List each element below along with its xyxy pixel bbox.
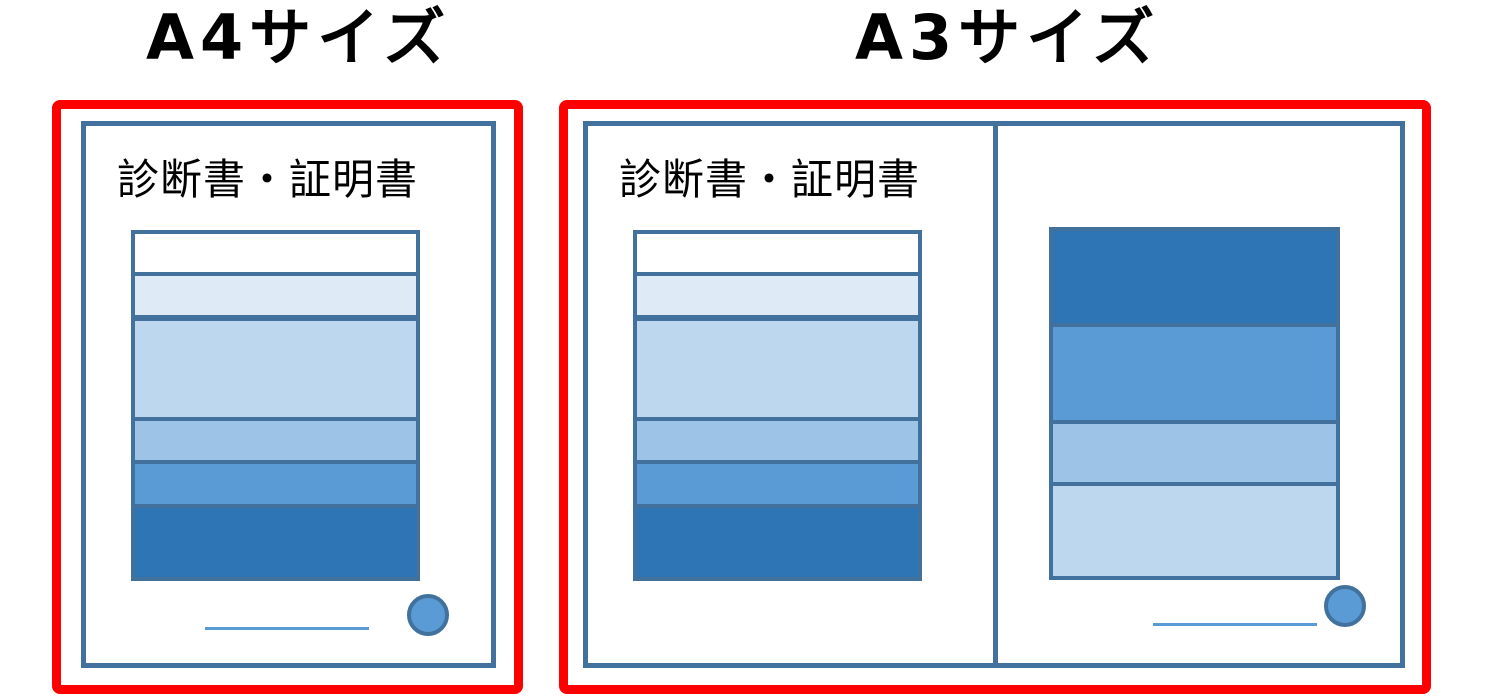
a4-seal-mark	[407, 594, 449, 636]
a3-left-band-3	[633, 317, 922, 421]
a3-left-band-4	[633, 417, 922, 464]
a3-right-band-3	[1049, 420, 1340, 486]
a3-document-spread: 診断書・証明書	[583, 121, 1405, 668]
a3-left-body	[633, 230, 922, 581]
a4-document-body	[131, 230, 420, 581]
a3-page-fold	[993, 126, 998, 663]
a3-right-body	[1049, 227, 1340, 580]
a3-left-band-5	[633, 460, 922, 508]
a4-size-title: A4サイズ	[146, 1, 452, 74]
a4-band-2	[131, 272, 420, 319]
a4-signature-line	[205, 627, 369, 630]
a3-right-band-2	[1049, 323, 1340, 424]
a4-band-1	[131, 230, 420, 276]
a3-seal-mark	[1324, 585, 1366, 627]
a3-document-title: 診断書・証明書	[619, 155, 921, 204]
a4-document-page: 診断書・証明書	[81, 121, 496, 668]
a3-right-band-4	[1049, 482, 1340, 580]
a3-size-title: A3サイズ	[855, 1, 1161, 74]
a3-left-band-6	[633, 504, 922, 581]
a4-highlight-frame	[52, 100, 523, 694]
a4-band-4	[131, 417, 420, 464]
a4-document-title: 診断書・証明書	[117, 155, 419, 204]
a3-right-band-1	[1049, 227, 1340, 327]
a3-signature-line	[1153, 623, 1317, 626]
a3-highlight-frame	[559, 100, 1431, 694]
a3-left-band-2	[633, 272, 922, 319]
a3-left-band-1	[633, 230, 922, 276]
a4-band-6	[131, 504, 420, 581]
a4-band-3	[131, 317, 420, 421]
a4-band-5	[131, 460, 420, 508]
